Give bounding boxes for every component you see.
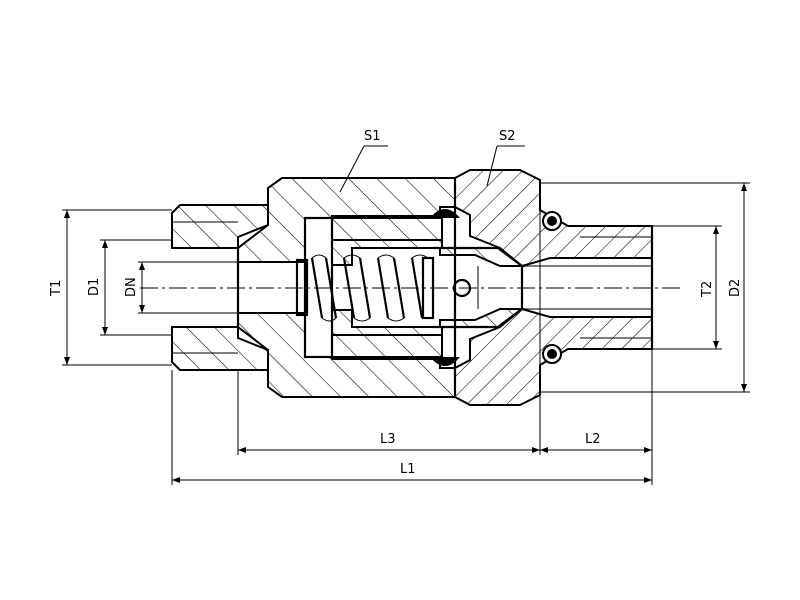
- outlet-connector-section: [454, 169, 654, 406]
- label-s1: S1: [364, 129, 381, 144]
- label-t2: T2: [700, 281, 715, 298]
- leader-lines: [339, 145, 525, 193]
- valve-cartridge: [303, 216, 443, 359]
- label-l3: L3: [380, 432, 396, 447]
- label-d1: D1: [87, 278, 102, 296]
- bore-lines: [238, 261, 652, 314]
- bottom-dimensions: [171, 349, 653, 485]
- label-d2: D2: [728, 279, 743, 297]
- label-dn: DN: [124, 277, 139, 297]
- label-l1: L1: [400, 462, 416, 477]
- body-section: [237, 177, 457, 398]
- o-ring-seals: [430, 209, 562, 366]
- label-s2: S2: [499, 129, 516, 144]
- label-t1: T1: [49, 280, 64, 297]
- inlet-end-section: [171, 204, 269, 371]
- right-dimensions: [540, 182, 750, 393]
- label-l2: L2: [585, 432, 601, 447]
- poppet: [433, 246, 525, 329]
- left-dimensions: [62, 209, 238, 366]
